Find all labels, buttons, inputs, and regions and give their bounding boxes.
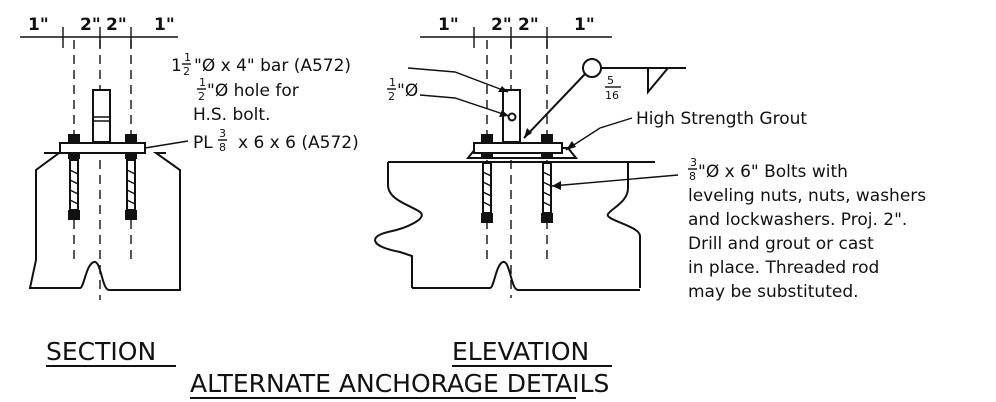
section-bar: [92, 89, 111, 143]
section-plate: [59, 142, 146, 154]
elevation-bolt-end-nut: [481, 213, 493, 223]
bar-label-leader: [407, 67, 509, 93]
section-bolt-end-nut: [125, 210, 137, 220]
section-dim-1: 1": [28, 15, 49, 35]
elevation-right-break: [606, 162, 641, 288]
hole-label-end: "Ø: [397, 81, 418, 101]
section-plate-leader: [144, 140, 189, 149]
hole-label-line2: H.S. bolt.: [193, 105, 270, 125]
section-plate-frac-num: 3: [219, 127, 226, 140]
bolt-note-line-2: leveling nuts, nuts, washers: [688, 186, 926, 206]
weld-all-around-symbol: [582, 58, 602, 78]
weld-size-den: 16: [605, 89, 619, 102]
section-plate-frac-den: 8: [219, 141, 226, 154]
hole-label-mid: "Ø hole for: [207, 81, 299, 101]
elevation-left-break: [374, 162, 423, 288]
bar-label-frac-den: 2: [183, 65, 190, 78]
section-dim-2: 2": [80, 15, 101, 35]
bar-label-arrow: [498, 86, 508, 92]
hole-label-frac2-num: 1: [389, 76, 396, 89]
hole-label-frac-den: 2: [198, 90, 205, 103]
grout-label: High Strength Grout: [636, 109, 807, 129]
elevation-bolt-thread: [482, 171, 552, 207]
section-view: 1" 2" 2" 1" PL 3 8 x 6 x 6 (A572): [20, 15, 359, 300]
weld-size-num: 5: [607, 74, 614, 87]
section-nut: [68, 134, 80, 143]
section-nut: [68, 153, 80, 159]
elevation-nut: [541, 134, 553, 143]
hole-label-frac2-den: 2: [388, 90, 395, 103]
bolt-note-line-1: "Ø x 6" Bolts with: [698, 162, 848, 182]
bar-label-text: "Ø x 4" bar (A572): [194, 56, 351, 76]
hole-label-leader: [419, 94, 510, 117]
elevation-title: ELEVATION: [452, 337, 589, 366]
grout-label-leader: [565, 117, 633, 151]
main-title: ALTERNATE ANCHORAGE DETAILS: [190, 369, 609, 398]
weld-arrow-leader: [523, 73, 586, 139]
bolt-note-line-3: and lockwashers. Proj. 2".: [688, 210, 907, 230]
section-bolt-end-nut: [68, 210, 80, 220]
elevation-dim-1: 1": [438, 15, 459, 35]
hole-label-arrow: [499, 110, 509, 117]
elevation-bottom-break: [412, 261, 640, 291]
bar-label-frac-num: 1: [184, 51, 191, 64]
grout-label-arrow: [566, 141, 576, 150]
elevation-plate: [473, 142, 563, 154]
elevation-dim-2: 2": [491, 15, 512, 35]
section-bolt-thread: [69, 169, 136, 205]
bar-label-whole: 1: [171, 56, 182, 76]
section-dim-4: 1": [154, 15, 175, 35]
weld-fillet-symbol: [647, 67, 669, 95]
bolt-note-line-5: in place. Threaded rod: [688, 258, 879, 278]
elevation-view: 1" 2" 2" 1": [171, 15, 926, 302]
section-title: SECTION: [46, 337, 156, 366]
section-dim-3: 2": [106, 15, 127, 35]
section-nut: [125, 134, 137, 143]
bolt-note-line-6: may be substituted.: [688, 282, 859, 302]
elevation-bolt-end-nut: [541, 213, 553, 223]
bolt-note-frac-den: 8: [689, 170, 696, 183]
bolt-note-leader: [551, 174, 679, 187]
section-plate-label: PL: [193, 133, 213, 153]
section-nut: [125, 153, 137, 159]
section-plate-dims: x 6 x 6 (A572): [238, 133, 359, 153]
elevation-dim-4: 1": [574, 15, 595, 35]
elevation-nut: [541, 153, 553, 159]
elevation-nut: [481, 134, 493, 143]
bolt-note-frac-num: 3: [690, 156, 697, 169]
weld-arrow-head: [524, 128, 532, 138]
bolt-note-line-4: Drill and grout or cast: [688, 234, 874, 254]
hole-label-frac-num: 1: [199, 76, 206, 89]
elevation-dim-3: 2": [518, 15, 539, 35]
section-pedestal: [28, 152, 181, 291]
elevation-nut: [481, 153, 493, 159]
elevation-bolt-hole: [507, 112, 517, 122]
bolt-note-arrow: [552, 181, 561, 190]
